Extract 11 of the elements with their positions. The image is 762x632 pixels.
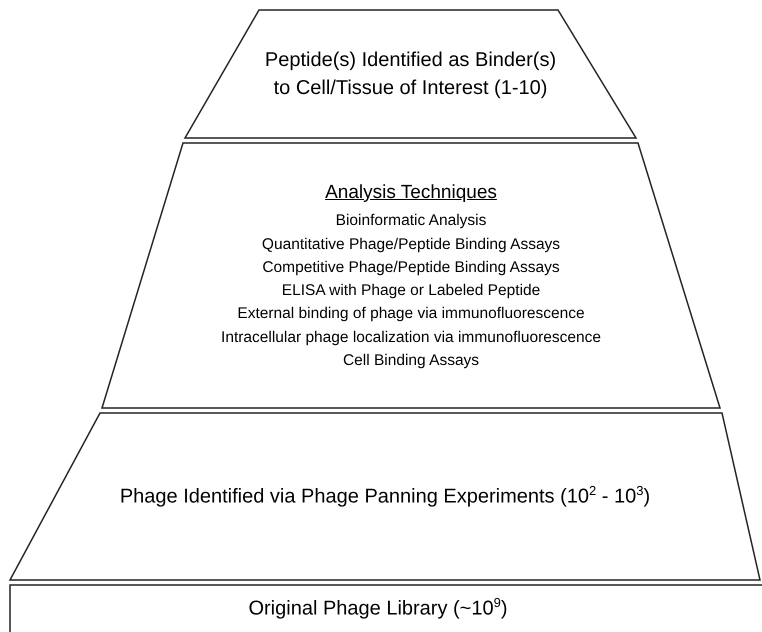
technique-item: ELISA with Phage or Labeled Peptide (282, 281, 540, 302)
technique-item: Quantitative Phage/Peptide Binding Assays (262, 234, 560, 255)
technique-item: Bioinformatic Analysis (336, 211, 486, 232)
technique-item: Intracellular phage localization via immunofluorescence (221, 328, 601, 348)
tier-label: Phage Identified via Phage Panning Experiments (10$^{2}$ - 10$^{3}$) (120, 482, 650, 510)
tier-heading: Analysis Techniques (325, 180, 497, 205)
tier-label: Peptide(s) Identified as Binder(s) to Cell/Tissue of Interest (1-10) (264, 48, 558, 101)
tier-label: Original Phage Library (~10$^{9}$) (248, 594, 508, 622)
technique-item: Cell Binding Assays (342, 350, 480, 371)
technique-item: External binding of phage via immunofluorescence (237, 304, 585, 324)
technique-item: Competitive Phage/Peptide Binding Assays (262, 258, 560, 278)
